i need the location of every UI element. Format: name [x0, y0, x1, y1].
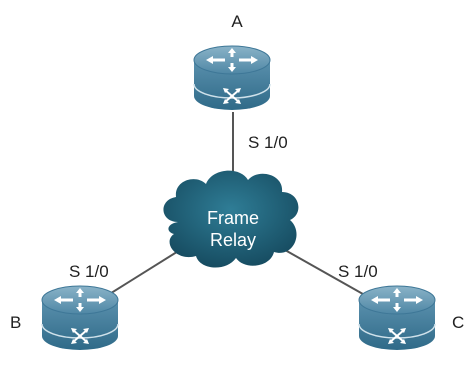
- router-c-icon: [358, 285, 436, 351]
- interface-a-label: S 1/0: [248, 133, 288, 152]
- interface-b-label: S 1/0: [69, 262, 109, 281]
- router-b-icon: [41, 285, 119, 351]
- frame-relay-cloud: Frame Relay: [163, 170, 299, 268]
- link-b-cloud: [107, 249, 181, 296]
- interface-c-label: S 1/0: [338, 262, 378, 281]
- link-c-cloud: [284, 249, 371, 299]
- cloud-label-line1: Frame: [207, 208, 259, 228]
- router-c-label: C: [452, 313, 464, 332]
- cloud-label-line2: Relay: [210, 230, 256, 250]
- router-b-label: B: [10, 313, 21, 332]
- router-a-icon: [193, 45, 271, 111]
- router-a-label: A: [231, 12, 243, 31]
